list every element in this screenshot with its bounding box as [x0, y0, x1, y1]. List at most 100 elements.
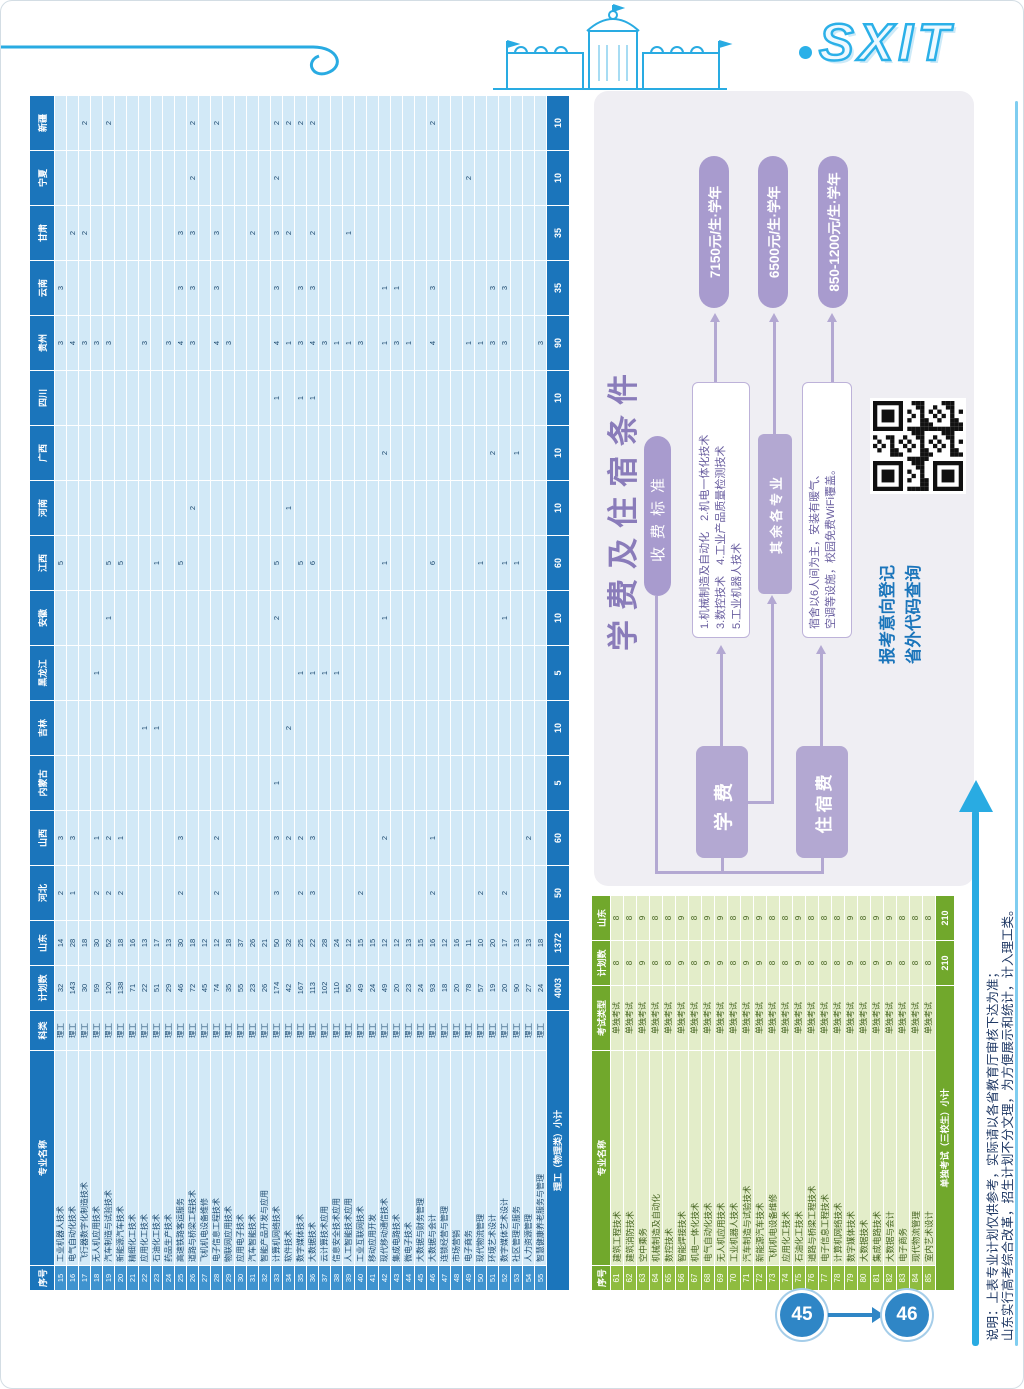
cell — [54, 480, 67, 536]
cell: 单独考试 — [610, 985, 624, 1051]
cell — [78, 810, 91, 866]
cell: 20 — [486, 920, 499, 966]
cell: 应用化工技术 — [138, 1050, 151, 1266]
cell: 10 — [546, 700, 570, 756]
cell — [78, 590, 91, 646]
cell — [114, 590, 127, 646]
cell — [198, 205, 211, 261]
cell — [486, 205, 499, 261]
cell — [246, 425, 259, 481]
cell: 8 — [831, 895, 845, 941]
cell: 电气自动化技术 — [66, 1050, 79, 1266]
cell: 29 — [222, 1265, 235, 1291]
cell — [258, 700, 271, 756]
page-nav-arrow — [872, 1307, 884, 1323]
cell — [318, 370, 331, 426]
cell: 理工（物理类）小计 — [546, 1010, 570, 1291]
cell — [522, 590, 535, 646]
page-number-left: 45 — [780, 1293, 824, 1337]
cell — [426, 590, 439, 646]
cell: 集成电路技术 — [390, 1050, 403, 1266]
flow-line — [831, 322, 834, 382]
cell: 1 — [378, 590, 391, 646]
cell — [486, 700, 499, 756]
cell — [414, 755, 427, 811]
cell: 1 — [270, 370, 283, 426]
cell: 2 — [282, 205, 295, 261]
cell — [126, 645, 139, 701]
cell: 59 — [90, 965, 103, 1011]
cell: 1 — [510, 425, 523, 481]
cell — [378, 150, 391, 206]
cell: 2 — [498, 865, 511, 921]
cell: 1 — [270, 755, 283, 811]
cell — [294, 700, 307, 756]
cell: 1 — [510, 535, 523, 591]
cell — [462, 645, 475, 701]
cell: 1 — [90, 810, 103, 866]
cell: 单独考试 — [714, 985, 728, 1051]
cell — [510, 645, 523, 701]
column-header: 序号 — [591, 1265, 611, 1291]
cell — [330, 150, 343, 206]
cell — [318, 535, 331, 591]
cell: 2 — [210, 810, 223, 866]
dorm-info-box: 宿舍以6人间为主，安装有暖气、 空调等设施，校园免费WiFi覆盖。 — [802, 382, 852, 638]
cell: 理工 — [282, 1010, 295, 1051]
cell — [198, 645, 211, 701]
cell — [354, 150, 367, 206]
cell — [390, 425, 403, 481]
cell: 1 — [150, 535, 163, 591]
cell — [126, 315, 139, 371]
cell — [498, 700, 511, 756]
cell: 3 — [294, 260, 307, 316]
cell — [114, 260, 127, 316]
cell: 单独考试 — [623, 985, 637, 1051]
cell: 集成电路技术 — [870, 1050, 884, 1266]
cell: 3 — [270, 865, 283, 921]
cell: 90 — [510, 965, 523, 1011]
cell: 50 — [474, 1265, 487, 1291]
cell — [510, 95, 523, 151]
cell — [198, 700, 211, 756]
cell — [522, 865, 535, 921]
cell: 5 — [546, 645, 570, 701]
cell: 79 — [844, 1265, 858, 1291]
cell: 3 — [294, 315, 307, 371]
cell — [126, 260, 139, 316]
cell — [426, 755, 439, 811]
cell — [450, 95, 463, 151]
cell: 52 — [498, 1265, 511, 1291]
cell — [354, 700, 367, 756]
cell — [114, 150, 127, 206]
cell — [66, 370, 79, 426]
cell — [114, 315, 127, 371]
flow-line — [773, 322, 776, 434]
cell: 60 — [546, 810, 570, 866]
cell: 2 — [210, 95, 223, 151]
cell — [414, 315, 427, 371]
cell: 智能焊接技术 — [675, 1050, 689, 1266]
cell: 12 — [378, 920, 391, 966]
cell — [114, 425, 127, 481]
cell — [342, 755, 355, 811]
cell — [330, 755, 343, 811]
cell — [510, 150, 523, 206]
cell — [498, 370, 511, 426]
cell: 人力资源管理 — [522, 1050, 535, 1266]
cell: 理工 — [150, 1010, 163, 1051]
cell — [486, 865, 499, 921]
cell: 2 — [522, 810, 535, 866]
cell — [174, 480, 187, 536]
cell: 2 — [102, 95, 115, 151]
cell — [294, 425, 307, 481]
cell — [342, 260, 355, 316]
cell — [66, 535, 79, 591]
